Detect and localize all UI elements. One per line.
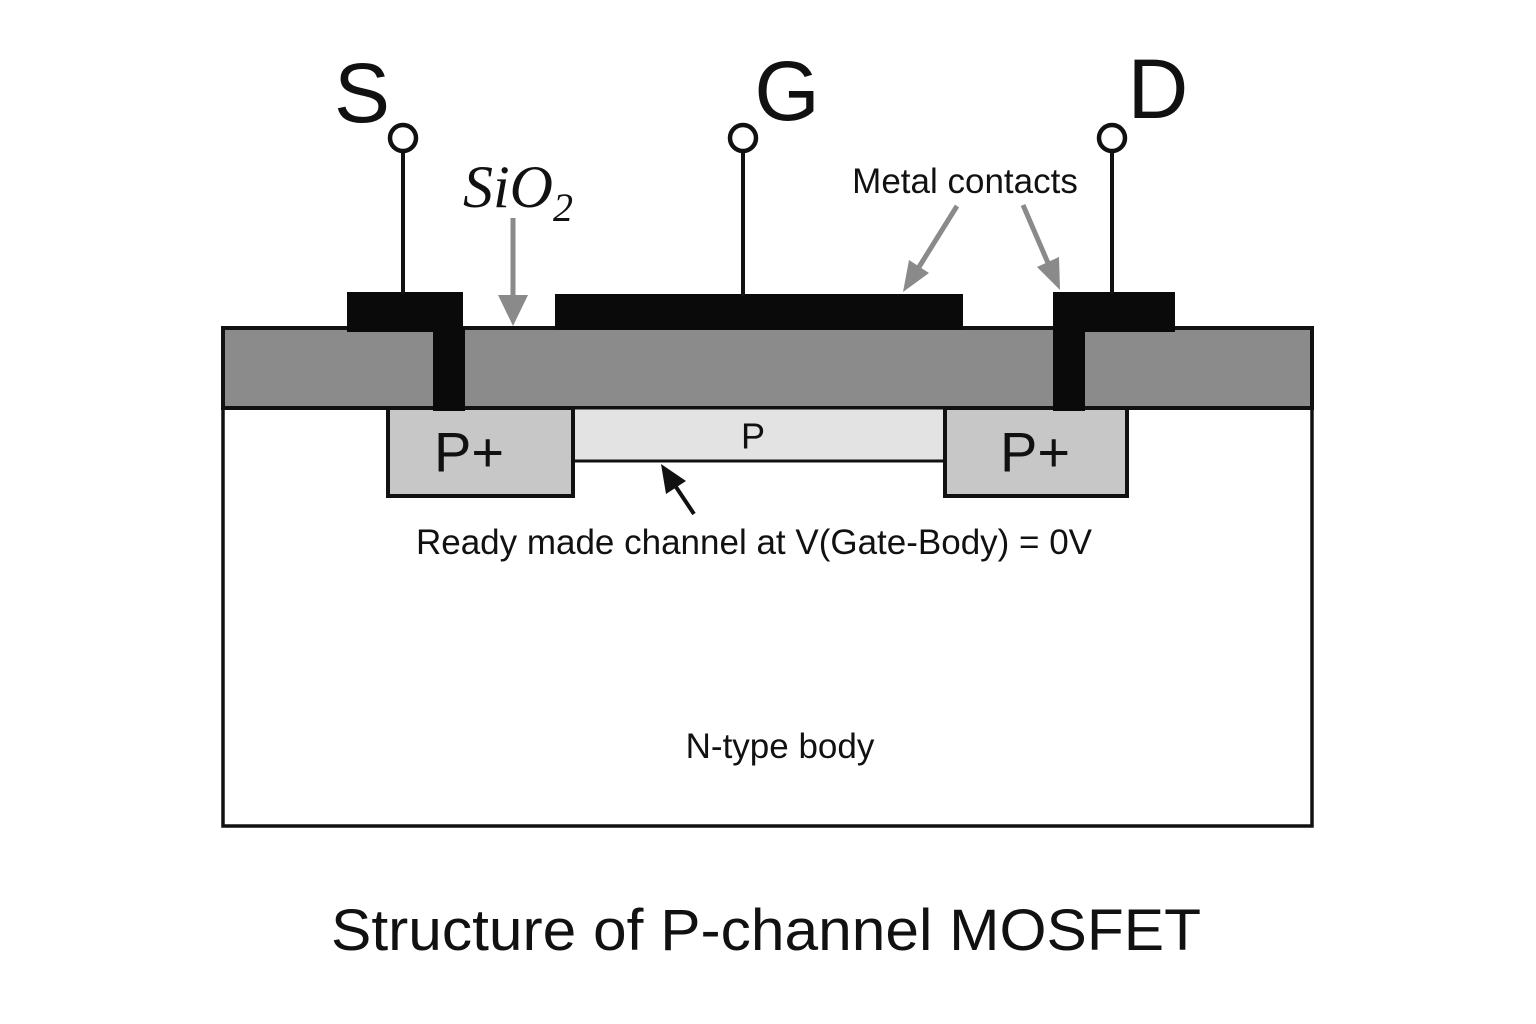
oxide-arrow-icon xyxy=(498,295,528,326)
oxide-label-main: SiO xyxy=(463,154,553,220)
drain-contact-plug xyxy=(1053,328,1085,411)
p-plus-drain-region xyxy=(943,406,1129,498)
drain-terminal-label: D xyxy=(1128,42,1189,136)
source-terminal-node xyxy=(387,122,419,154)
metal-contacts-arrow-left-icon xyxy=(903,260,929,292)
metal-contacts-arrow-left-line xyxy=(916,204,960,269)
channel-arrow-line xyxy=(674,485,696,516)
source-metal-contact xyxy=(347,292,463,332)
oxide-layer-region xyxy=(221,326,1314,410)
p-channel-region xyxy=(571,406,947,463)
channel-arrow-icon xyxy=(661,464,686,494)
drain-terminal-node xyxy=(1096,122,1128,154)
metal-contacts-arrow-right-line xyxy=(1020,204,1051,264)
drain-metal-contact xyxy=(1053,292,1175,332)
p-channel-label: P xyxy=(741,416,765,457)
gate-terminal-node xyxy=(727,122,759,154)
p-plus-source-label: P+ xyxy=(434,421,504,484)
gate-terminal-label: G xyxy=(754,44,819,138)
p-plus-source-region xyxy=(386,406,575,498)
metal-contacts-arrow-right-icon xyxy=(1037,257,1060,290)
oxide-label-subscript: 2 xyxy=(553,185,573,230)
source-contact-plug xyxy=(433,328,465,411)
figure-caption: Structure of P-channel MOSFET xyxy=(331,898,1201,963)
p-plus-drain-label: P+ xyxy=(1000,421,1070,484)
oxide-label: SiO2 xyxy=(463,154,573,230)
n-type-body-label: N-type body xyxy=(686,727,875,766)
channel-note-text: Ready made channel at V(Gate-Body) = 0V xyxy=(416,523,1093,562)
metal-contacts-label: Metal contacts xyxy=(852,162,1078,201)
gate-metal-contact xyxy=(555,294,963,330)
source-terminal-label: S xyxy=(334,46,390,140)
